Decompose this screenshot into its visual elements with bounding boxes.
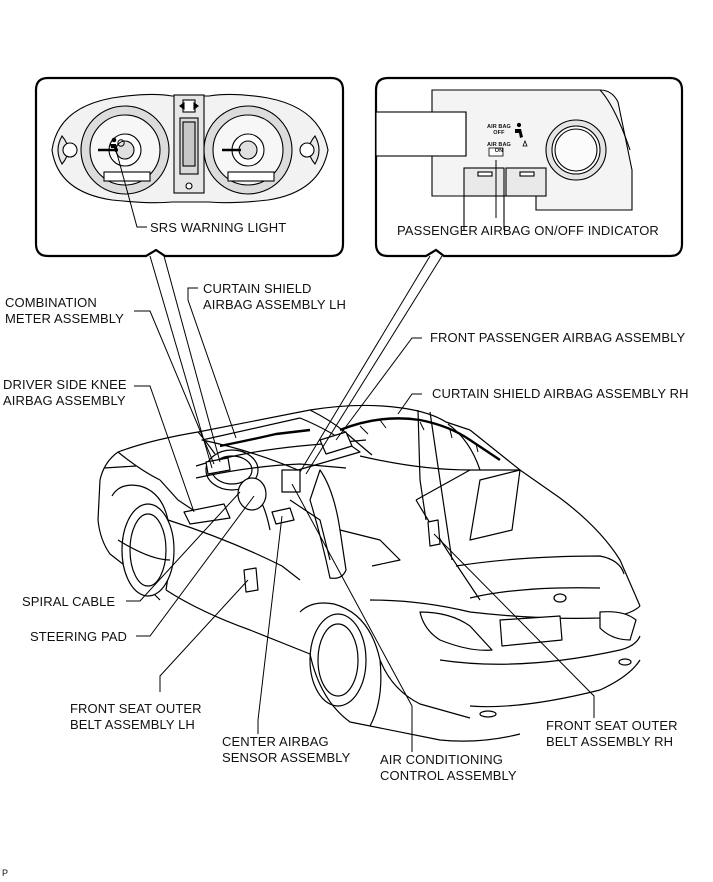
label-front-passenger-airbag: FRONT PASSENGER AIRBAG ASSEMBLY bbox=[430, 330, 686, 345]
indicator-airbag-off-text: AIR BAG OFF bbox=[487, 124, 511, 136]
label-srs-warning-light: SRS WARNING LIGHT bbox=[150, 220, 287, 235]
label-curtain-shield-rh: CURTAIN SHIELD AIRBAG ASSEMBLY RH bbox=[432, 386, 689, 401]
passenger-seat-icon bbox=[515, 122, 528, 147]
label-air-conditioning-control: AIR CONDITIONING CONTROL ASSEMBLY bbox=[380, 752, 517, 783]
figure-code: P bbox=[2, 868, 9, 878]
label-center-airbag-sensor: CENTER AIRBAG SENSOR ASSEMBLY bbox=[222, 734, 351, 765]
label-curtain-shield-lh: CURTAIN SHIELD AIRBAG ASSEMBLY LH bbox=[203, 281, 346, 312]
label-combination-meter: COMBINATION METER ASSEMBLY bbox=[5, 295, 124, 326]
label-front-seat-belt-lh: FRONT SEAT OUTER BELT ASSEMBLY LH bbox=[70, 701, 202, 732]
label-steering-pad: STEERING PAD bbox=[30, 629, 128, 644]
label-passenger-airbag-indicator: PASSENGER AIRBAG ON/OFF INDICATOR bbox=[397, 223, 659, 238]
label-front-seat-belt-rh: FRONT SEAT OUTER BELT ASSEMBLY RH bbox=[546, 718, 678, 749]
label-driver-knee-airbag: DRIVER SIDE KNEE AIRBAG ASSEMBLY bbox=[3, 377, 127, 408]
indicator-airbag-on-text: AIR BAG ON bbox=[487, 142, 511, 154]
inset-passenger-indicator bbox=[374, 76, 684, 258]
label-spiral-cable: SPIRAL CABLE bbox=[22, 594, 116, 609]
leader-lines bbox=[126, 255, 595, 752]
inset-combination-meter bbox=[34, 76, 345, 258]
vehicle-outline bbox=[97, 404, 641, 742]
